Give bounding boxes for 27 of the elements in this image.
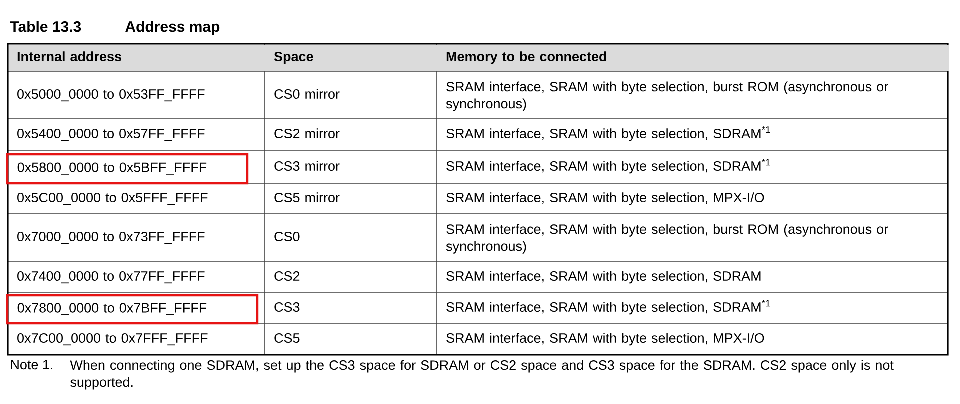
table-cell: SRAM interface, SRAM with byte selection, SDRAM [446, 271, 761, 284]
table-cell: CS0 [274, 232, 300, 242]
table-cell: CS5 mirror [274, 192, 340, 203]
table-number: Table 13.3 [10, 21, 82, 32]
table-title: Address map [126, 21, 220, 36]
table-cell: CS2 mirror [274, 128, 340, 139]
table-cell: 0x7000_0000 to 0x73FF_FFFF [18, 232, 205, 244]
table-cell: CS5 [274, 333, 300, 344]
table-cell: SRAM interface, SRAM with byte selection, MPX-I/O [446, 192, 764, 206]
header-cell: Space [266, 45, 438, 71]
table-cell: 0x5400_0000 to 0x57FF_FFFF [18, 128, 205, 142]
note-text: When connecting one SDRAM, set up the CS3 space for SDRAM or CS2 space and CS3 space for the SDRAM. CS2 space only is not supported. [70, 360, 894, 390]
highlighted-cell: 0x7800_0000 to 0x7BFF_FFFF [6, 294, 259, 325]
table-cell: 0x5000_0000 to 0x53FF_FFFF [18, 89, 205, 102]
header-cell: Internal address [9, 45, 266, 71]
table-cell: SRAM interface, SRAM with byte selection, SDRAM$^{*1}$ [446, 126, 770, 142]
table-cell: SRAM interface, SRAM with byte selection, MPX-I/O [446, 333, 764, 346]
table-cell: SRAM interface, SRAM with byte selection, burst ROM (asynchronous or synchronous) [446, 82, 888, 112]
highlighted-cell: 0x5800_0000 to 0x5BFF_FFFF [6, 153, 249, 185]
table-cell: CS2 [274, 271, 300, 282]
table-cell: CS0 mirror [274, 89, 340, 100]
table-cell: SRAM interface, SRAM with byte selection, SDRAM$^{*1}$ [446, 300, 770, 315]
table-cell: CS3 [274, 302, 300, 312]
note-label: Note 1. [11, 360, 52, 370]
table-cell: SRAM interface, SRAM with byte selection, SDRAM$^{*1}$ [446, 159, 770, 174]
table-cell: CS3 mirror [274, 161, 340, 172]
table-cell: SRAM interface, SRAM with byte selection, burst ROM (asynchronous or synchronous) [446, 224, 888, 254]
